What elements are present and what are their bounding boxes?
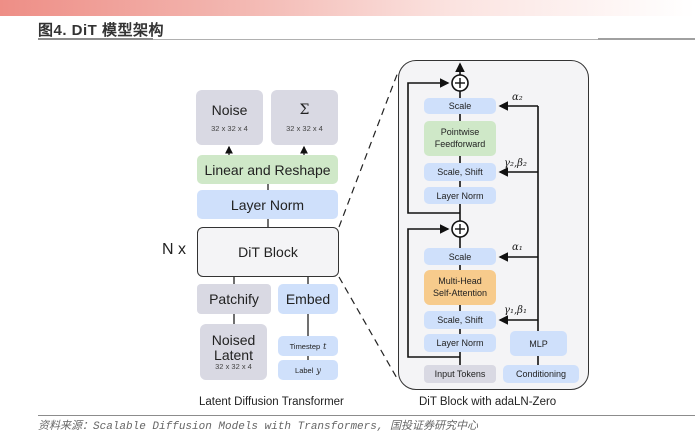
residual-skip-lower — [407, 224, 460, 358]
noised-latent-dims: 32 x 32 x 4 — [215, 361, 252, 371]
gamma2-beta2-label: γ₂,β₂ — [504, 158, 527, 169]
footer-divider — [38, 415, 695, 416]
sigma-output-box: Σ 32 x 32 x 4 — [271, 90, 338, 145]
layer-norm-box: Layer Norm — [197, 190, 338, 219]
class-label-box: Label y — [278, 360, 338, 380]
noised-latent-box: Noised Latent 32 x 32 x 4 — [200, 324, 267, 380]
residual-skip-upper — [407, 78, 460, 214]
timestep-box: Timestep t — [278, 336, 338, 356]
scale-shift-box-1: Scale, Shift — [424, 311, 496, 329]
noised-latent-line1: Noised — [211, 332, 256, 349]
alpha1-label: α₁ — [512, 242, 523, 253]
scale-box-mid: Scale — [424, 248, 496, 265]
left-caption: Latent Diffusion Transformer — [199, 396, 344, 408]
source-note: 资料来源：Scalable Diffusion Models with Tran… — [38, 421, 479, 433]
header-gradient-bar — [0, 0, 695, 16]
noise-output-box: Noise 32 x 32 x 4 — [196, 90, 263, 145]
figure-title: 图4. DiT 模型架构 — [38, 22, 165, 39]
title-divider-accent — [38, 38, 153, 40]
title-divider — [38, 39, 695, 40]
scale-box-top: Scale — [424, 98, 496, 114]
title-divider-right — [598, 38, 695, 40]
layer-norm-box-1: Layer Norm — [424, 334, 496, 352]
pointwise-feedforward-box: Pointwise Feedforward — [424, 121, 496, 156]
noised-latent-line2: Latent — [214, 347, 253, 364]
zoom-line-top — [338, 71, 399, 228]
mhsa-line1: Multi-Head — [438, 276, 482, 287]
sigma-dims: 32 x 32 x 4 — [286, 124, 323, 133]
input-tokens-box: Input Tokens — [424, 365, 496, 383]
noise-dims: 32 x 32 x 4 — [211, 124, 248, 133]
embed-box: Embed — [278, 284, 338, 314]
linear-reshape-box: Linear and Reshape — [197, 155, 338, 184]
scale-shift-box-2: Scale, Shift — [424, 163, 496, 181]
sigma-label: Σ — [299, 102, 310, 118]
dit-block-box: DiT Block — [197, 227, 339, 277]
right-caption: DiT Block with adaLN-Zero — [419, 396, 557, 408]
pointwise-line2: Feedforward — [434, 138, 486, 149]
layer-norm-box-2: Layer Norm — [424, 187, 496, 204]
gamma1-beta1-label: γ₁,β₁ — [504, 305, 527, 316]
mhsa-box: Multi-Head Self-Attention — [424, 270, 496, 305]
pointwise-line1: Pointwise — [440, 127, 480, 138]
class-label-text: Label — [295, 365, 314, 375]
noise-label: Noise — [211, 102, 248, 118]
mhsa-line2: Self-Attention — [432, 287, 488, 298]
repeat-n-label: N x — [162, 241, 186, 258]
alpha2-label: α₂ — [512, 92, 523, 103]
zoom-line-bottom — [338, 276, 399, 381]
patchify-box: Patchify — [197, 284, 271, 314]
timestep-var: t — [323, 341, 327, 351]
conditioning-box: Conditioning — [503, 365, 579, 383]
mlp-box: MLP — [510, 331, 567, 356]
timestep-label: Timestep — [289, 341, 321, 351]
class-label-var: y — [316, 365, 321, 375]
